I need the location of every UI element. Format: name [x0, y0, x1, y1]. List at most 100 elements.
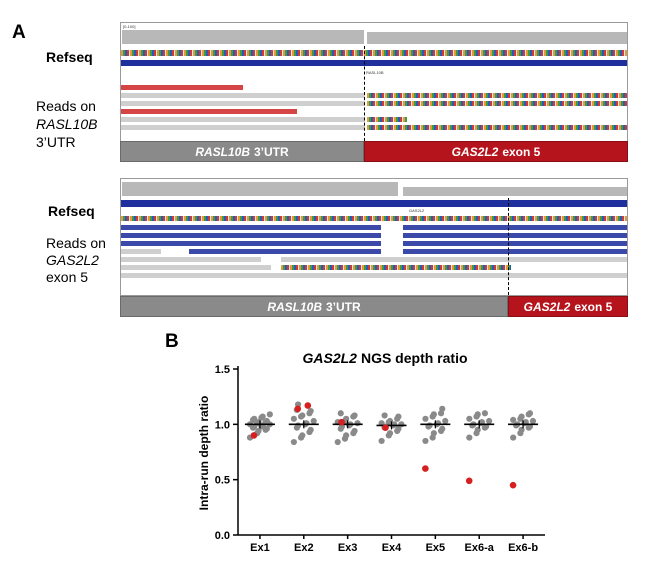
data-point [299, 412, 306, 419]
data-point [378, 437, 385, 445]
data-point [466, 415, 473, 422]
data-point [466, 434, 473, 441]
data-point [529, 417, 537, 425]
coverage-bottom-right [403, 187, 627, 196]
read-softclip-sequence [281, 265, 511, 270]
read [121, 117, 365, 122]
igv-track-top: [0-100] RASL10B [120, 22, 628, 142]
read [189, 249, 381, 254]
reads-gene-top: RASL10B [36, 116, 98, 132]
read [121, 241, 381, 246]
data-point [259, 413, 266, 420]
read [121, 93, 365, 98]
data-point [422, 437, 429, 445]
data-point [439, 405, 446, 412]
data-point [251, 415, 258, 422]
read [403, 249, 627, 254]
outlier-point [422, 465, 429, 472]
x-tick-label: Ex1 [250, 542, 270, 554]
read [121, 273, 627, 278]
data-point [263, 425, 270, 432]
read-clipped [121, 85, 243, 90]
read [121, 257, 261, 262]
outlier-point [465, 477, 473, 485]
data-point [526, 410, 534, 417]
read [121, 225, 381, 230]
data-point [422, 415, 429, 422]
refseq-label-bottom: Refseq [48, 203, 95, 219]
data-point [398, 421, 405, 428]
outlier-point [509, 481, 517, 489]
data-point [474, 411, 481, 418]
read [121, 233, 381, 238]
read [403, 233, 627, 238]
data-point [386, 417, 394, 425]
refseq-protein-track-bottom [121, 200, 627, 207]
data-point [299, 432, 306, 439]
data-point [255, 427, 262, 435]
coverage-top-right [367, 32, 627, 44]
read [121, 125, 365, 130]
reads-gene-bottom: GAS2L2 [46, 252, 99, 268]
reads-region-bottom: exon 5 [46, 269, 89, 285]
reads-prefix-bottom: Reads on [46, 235, 106, 251]
data-point [351, 427, 358, 435]
data-point [395, 425, 402, 432]
y-tick-label: 0.0 [215, 530, 230, 542]
panel-b-letter: B [165, 331, 179, 352]
read [403, 241, 627, 246]
outlier-point [294, 405, 302, 413]
read-softclip-sequence [367, 93, 627, 98]
data-point [290, 438, 297, 446]
reference-sequence-bottom [121, 216, 627, 221]
y-tick-label: 1.0 [215, 419, 230, 431]
read [281, 257, 627, 262]
read [121, 101, 365, 106]
outlier-point [338, 418, 345, 426]
data-point [263, 417, 270, 425]
data-point [381, 412, 388, 419]
data-point [307, 426, 314, 433]
x-tick-label: Ex3 [338, 542, 358, 554]
reads-region-top: 3’UTR [36, 134, 76, 150]
chart-title-gene: GAS2L2 [302, 350, 357, 366]
data-point [510, 434, 517, 441]
data-point [343, 432, 350, 439]
data-point [481, 410, 489, 417]
refseq-gene-track-top [121, 60, 627, 66]
y-tick-label: 1.5 [215, 364, 230, 376]
x-tick-label: Ex5 [426, 542, 446, 554]
read-softclip-sequence [367, 117, 407, 122]
read [121, 249, 161, 254]
read-softclip-sequence [367, 101, 627, 106]
data-point [439, 425, 446, 432]
data-point [351, 412, 358, 419]
data-point [334, 438, 341, 446]
data-point [474, 426, 481, 433]
data-point [307, 407, 314, 415]
igv-track-bottom: GAS2L2 [120, 178, 628, 296]
reads-prefix-top: Reads on [36, 98, 96, 114]
outlier-point [250, 432, 258, 439]
x-tick-label: Ex6-b [508, 542, 538, 554]
data-point [486, 417, 493, 425]
data-point [354, 420, 361, 427]
coverage-bottom-left [122, 182, 398, 196]
outlier-point [304, 402, 312, 409]
read-clipped [121, 109, 297, 114]
data-point [426, 422, 433, 429]
data-point [430, 430, 437, 437]
data-point [290, 415, 297, 422]
read [403, 225, 627, 230]
data-point [266, 411, 273, 418]
data-point [337, 410, 344, 417]
x-tick-label: Ex4 [382, 542, 402, 554]
breakpoint-line-top [364, 46, 365, 141]
reads-label-bottom: Reads on GAS2L2 exon 5 [46, 235, 106, 286]
refseq-label-top: Refseq [46, 49, 93, 65]
read-softclip-sequence [367, 125, 627, 130]
